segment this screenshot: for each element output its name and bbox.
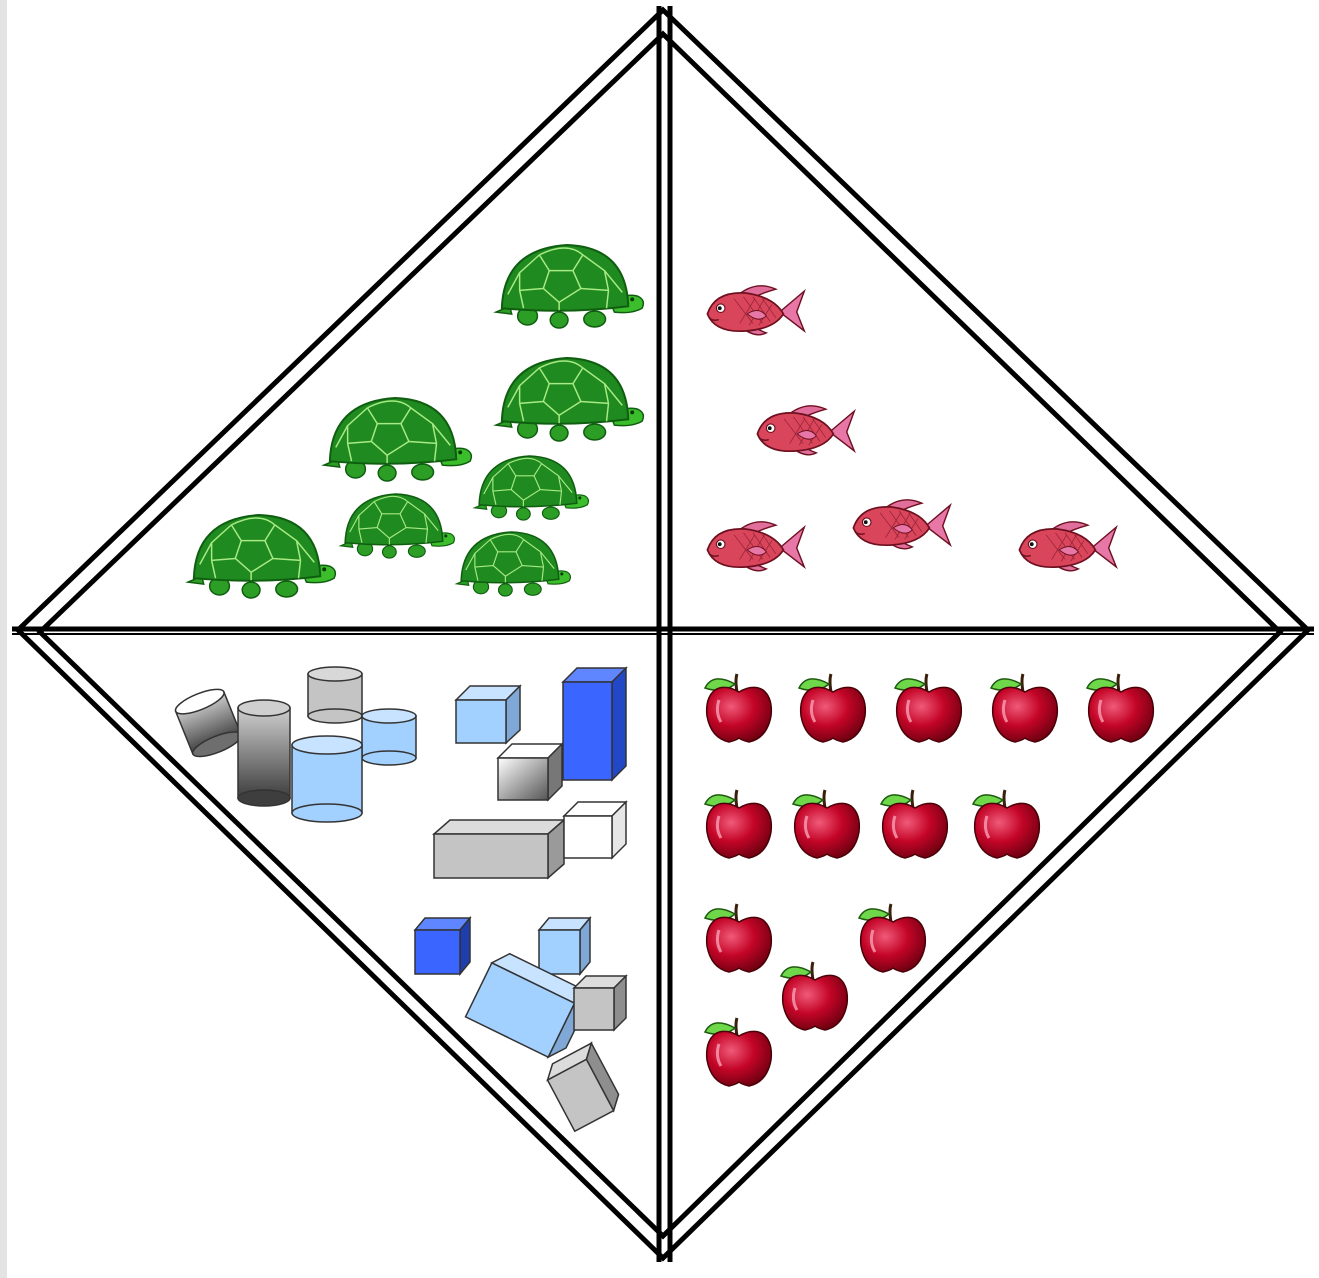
apple [798, 672, 867, 744]
apple [704, 902, 773, 974]
left-edge-strip [0, 0, 7, 1278]
cube-gray [572, 974, 628, 1032]
apple [704, 672, 773, 744]
apple [990, 672, 1059, 744]
fish [706, 520, 806, 572]
cube-light-blue-small [537, 915, 592, 977]
apple [880, 788, 949, 860]
cuboid-gray-long [432, 818, 566, 880]
fish [852, 498, 952, 550]
cube-white [562, 800, 628, 860]
quadrant-top-right-fish [706, 284, 1118, 572]
cylinder-tall-gray [237, 699, 291, 807]
cylinder-tilted [174, 688, 243, 758]
apple [792, 788, 861, 860]
cylinder-gray [307, 666, 363, 724]
diamond-inner-line [36, 30, 1284, 1240]
quadrant-bottom-left-shapes [174, 666, 628, 1133]
turtle [473, 455, 590, 521]
fish [1018, 520, 1118, 572]
apple [1086, 672, 1155, 744]
apple [972, 788, 1041, 860]
cube-gradient-gray [496, 742, 564, 802]
apple [780, 960, 849, 1032]
apple [704, 788, 773, 860]
cube-light-blue [454, 684, 522, 745]
turtle [455, 531, 572, 597]
cuboid-gray-tilted [546, 1041, 620, 1133]
fish [706, 284, 806, 336]
turtle [339, 493, 456, 559]
apple [704, 1016, 773, 1088]
quadrant-bottom-right-apples [704, 672, 1155, 1088]
turtle [494, 244, 645, 329]
cube-blue-small [413, 915, 472, 977]
cuboid-blue-tall [561, 666, 628, 782]
cylinder-light-blue-small [361, 708, 417, 766]
fish [756, 404, 856, 456]
turtle [186, 514, 337, 599]
apple [858, 902, 927, 974]
cylinder-light-blue-large [291, 735, 363, 823]
turtle [322, 397, 473, 482]
diamond-outer-line [14, 6, 1312, 1262]
turtle [494, 357, 645, 442]
apple [894, 672, 963, 744]
diamond-frame [12, 6, 1314, 1262]
